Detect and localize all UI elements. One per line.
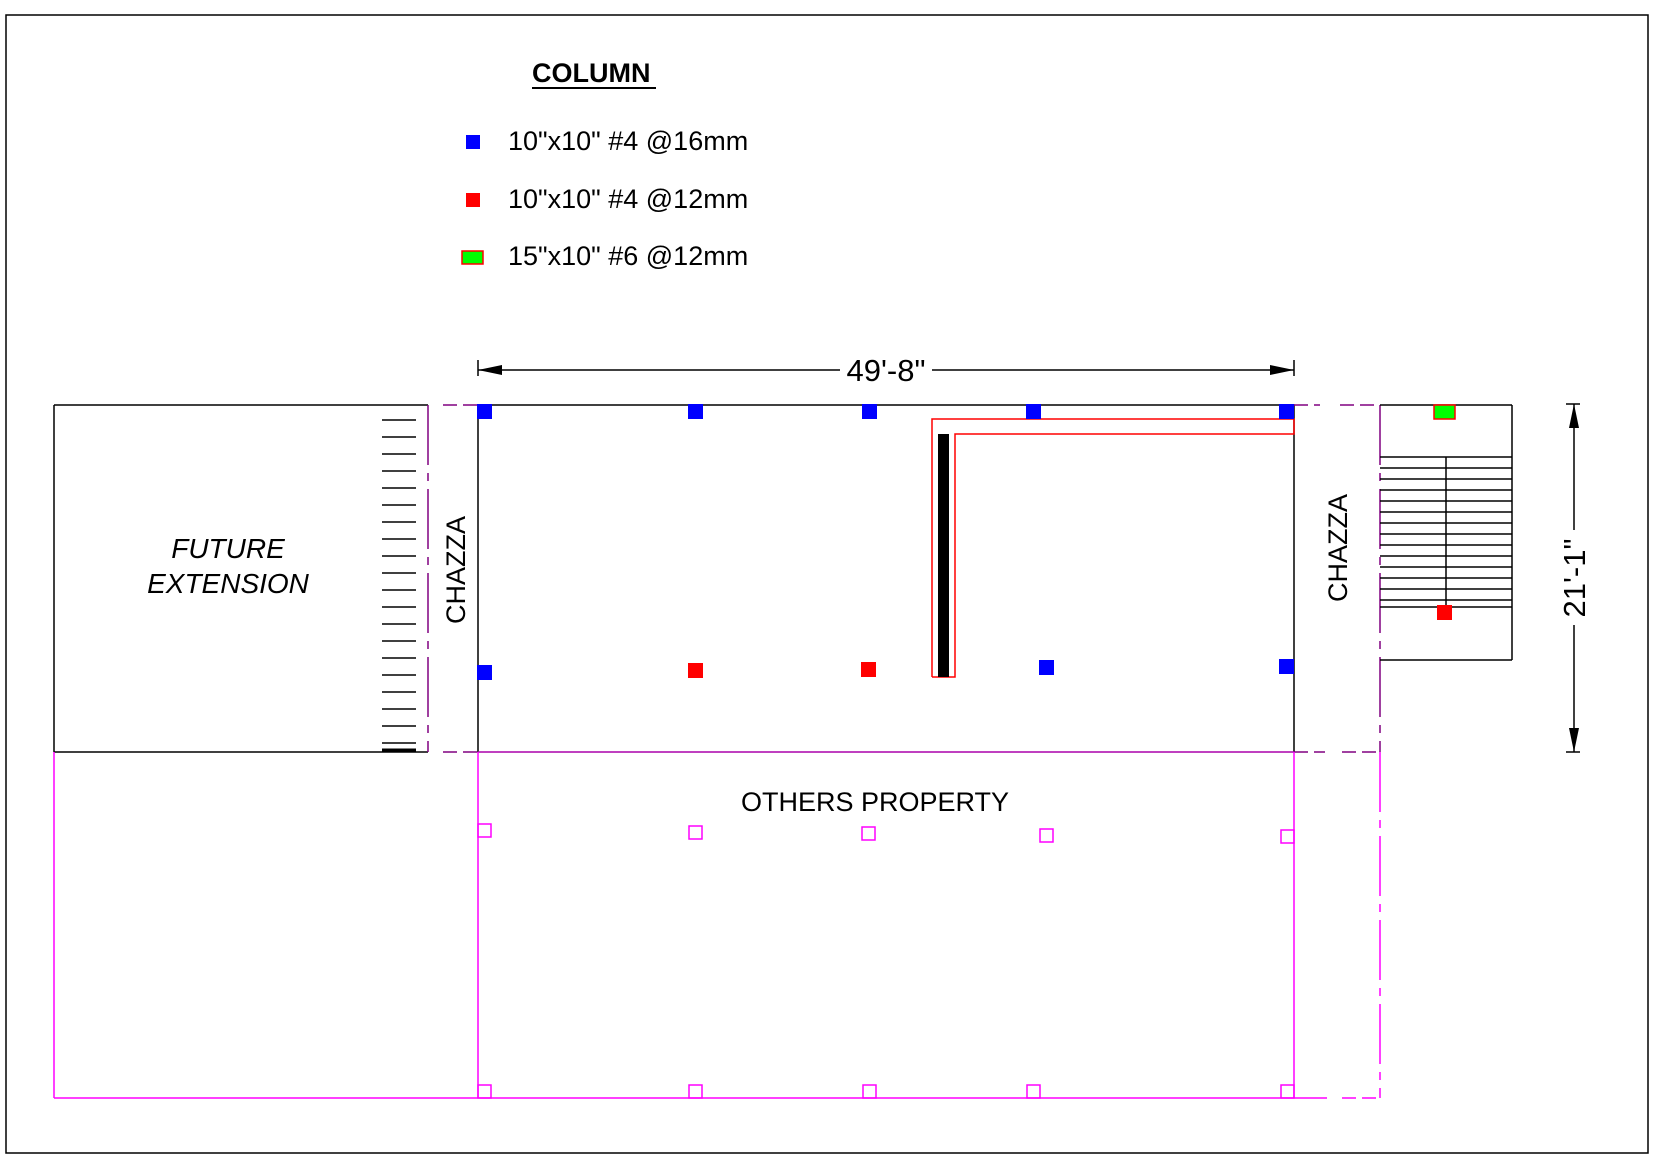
stair-block	[1380, 404, 1513, 661]
chazza-left-label: CHAZZA	[441, 516, 471, 624]
column-16mm	[1279, 404, 1294, 419]
legend-label-large: 15"x10" #6 @12mm	[508, 241, 748, 271]
arrow-right-icon	[1270, 365, 1294, 375]
others-column	[861, 826, 876, 841]
legend-swatch-16mm	[466, 135, 480, 149]
column-16mm	[1279, 659, 1294, 674]
column-12mm	[861, 662, 876, 677]
others-column	[477, 823, 492, 838]
column-16mm	[1039, 660, 1054, 675]
column-12mm	[1437, 605, 1452, 620]
arrow-down-icon	[1569, 728, 1579, 752]
others-column	[1280, 1084, 1295, 1099]
future-extension-area: FUTURE EXTENSION	[53, 404, 428, 753]
others-column	[862, 1084, 877, 1099]
column-16mm	[688, 404, 703, 419]
drawing-border	[5, 14, 1649, 1154]
others-column	[688, 825, 703, 840]
others-columns	[477, 823, 1295, 1099]
others-column	[1280, 829, 1295, 844]
legend-label-12mm: 10"x10" #4 @12mm	[508, 184, 748, 214]
width-dimension-label: 49'-8"	[847, 353, 926, 388]
left-stair-treads	[382, 419, 416, 744]
interior-wall	[938, 434, 949, 677]
main-building	[477, 404, 1295, 753]
legend: COLUMN 10"x10" #4 @16mm 10"x10" #4 @12mm…	[461, 58, 748, 271]
others-column	[1026, 1084, 1041, 1099]
depth-dimension-label: 21'-1"	[1557, 539, 1592, 618]
others-property: OTHERS PROPERTY	[53, 751, 1381, 1099]
legend-swatch-large	[461, 250, 484, 265]
right-chazza: CHAZZA	[1294, 404, 1381, 753]
column-16mm	[1026, 404, 1041, 419]
interior-wall-outline	[931, 418, 1295, 678]
arrow-left-icon	[478, 365, 502, 375]
legend-swatch-12mm	[466, 193, 480, 207]
column-16mm	[477, 665, 492, 680]
arrow-up-icon	[1569, 404, 1579, 428]
main-building-outline	[477, 404, 1295, 753]
others-column	[1039, 828, 1054, 843]
others-column	[477, 1084, 492, 1099]
legend-title: COLUMN	[532, 58, 650, 88]
columns	[477, 404, 1456, 680]
left-chazza: CHAZZA	[427, 404, 478, 753]
width-dimension: 49'-8"	[477, 353, 1295, 388]
column-16mm	[477, 404, 492, 419]
depth-dimension: 21'-1"	[1557, 403, 1592, 753]
future-extension-label: FUTURE	[171, 533, 285, 564]
column-12mm	[688, 663, 703, 678]
future-extension-label-2: EXTENSION	[147, 568, 310, 599]
others-property-label: OTHERS PROPERTY	[741, 787, 1009, 817]
chazza-right-label: CHAZZA	[1323, 494, 1353, 602]
column-16mm	[862, 404, 877, 419]
column-large	[1433, 404, 1456, 420]
others-column	[688, 1084, 703, 1099]
legend-label-16mm: 10"x10" #4 @16mm	[508, 126, 748, 156]
